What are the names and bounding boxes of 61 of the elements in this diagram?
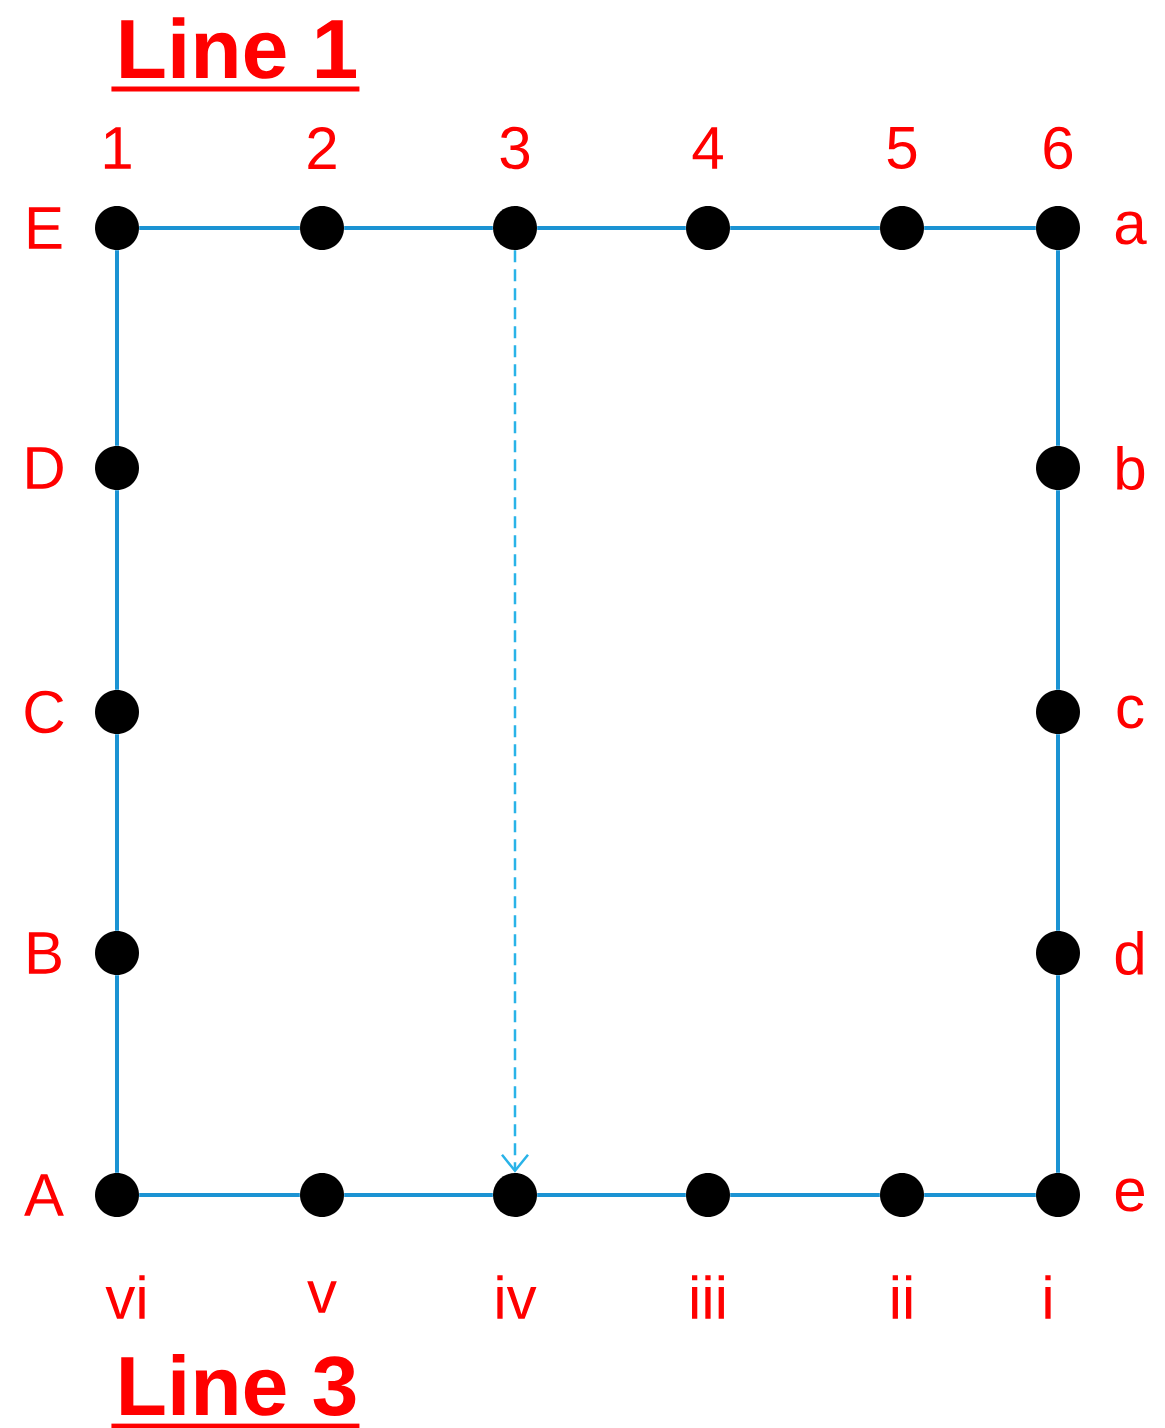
heading: Line 3 bbox=[121, 1354, 356, 1416]
connector bbox=[344, 1193, 493, 1197]
dot bbox=[95, 690, 139, 734]
dot bbox=[880, 206, 924, 250]
point-label: vi bbox=[105, 1275, 145, 1319]
point-label: C bbox=[25, 690, 64, 734]
connector bbox=[115, 490, 119, 690]
connector bbox=[115, 975, 119, 1173]
connector bbox=[115, 734, 119, 931]
dot bbox=[1036, 690, 1080, 734]
point-label: a bbox=[1115, 211, 1147, 245]
dot bbox=[1036, 446, 1080, 490]
point-label: i bbox=[1045, 1275, 1051, 1319]
connector bbox=[1056, 250, 1060, 446]
dot bbox=[95, 931, 139, 975]
point-label: b bbox=[1117, 446, 1145, 491]
dot bbox=[880, 1173, 924, 1217]
connector bbox=[537, 1193, 686, 1197]
connector bbox=[1056, 490, 1060, 690]
connector bbox=[537, 226, 686, 230]
heading: Line 1 bbox=[121, 17, 356, 79]
dot bbox=[1036, 1173, 1080, 1217]
connector bbox=[139, 226, 300, 230]
dot bbox=[95, 206, 139, 250]
point-label: 1 bbox=[104, 127, 131, 169]
point-label: d bbox=[1115, 931, 1143, 976]
connector bbox=[1056, 734, 1060, 931]
point-label: v bbox=[307, 1281, 337, 1313]
point-label: B bbox=[28, 932, 61, 974]
dot bbox=[493, 1173, 537, 1217]
connector bbox=[730, 1193, 880, 1197]
point-label: 5 bbox=[887, 127, 917, 169]
dot bbox=[686, 1173, 730, 1217]
point-label: D bbox=[27, 447, 63, 489]
point-label: e bbox=[1115, 1178, 1144, 1212]
point-label: c bbox=[1117, 695, 1144, 729]
dot bbox=[686, 206, 730, 250]
point-label: E bbox=[28, 207, 62, 249]
connector bbox=[501, 250, 529, 1173]
connector bbox=[344, 226, 493, 230]
connector bbox=[115, 250, 119, 446]
connector bbox=[1056, 975, 1060, 1173]
dot bbox=[1036, 931, 1080, 975]
point-label: A bbox=[24, 1174, 64, 1216]
connector bbox=[730, 226, 880, 230]
point-label: iii bbox=[692, 1275, 724, 1319]
dot bbox=[95, 1173, 139, 1217]
dot bbox=[300, 1173, 344, 1217]
dot bbox=[493, 206, 537, 250]
connector bbox=[924, 226, 1036, 230]
point-label: iv bbox=[497, 1275, 537, 1319]
dot bbox=[1036, 206, 1080, 250]
connector bbox=[924, 1193, 1036, 1197]
dot bbox=[300, 206, 344, 250]
point-label: 6 bbox=[1044, 126, 1073, 170]
point-label: 4 bbox=[692, 127, 723, 169]
point-label: ii bbox=[892, 1275, 912, 1319]
connector bbox=[139, 1193, 300, 1197]
point-label: 3 bbox=[500, 126, 530, 170]
point-label: 2 bbox=[308, 127, 336, 169]
dot bbox=[95, 446, 139, 490]
